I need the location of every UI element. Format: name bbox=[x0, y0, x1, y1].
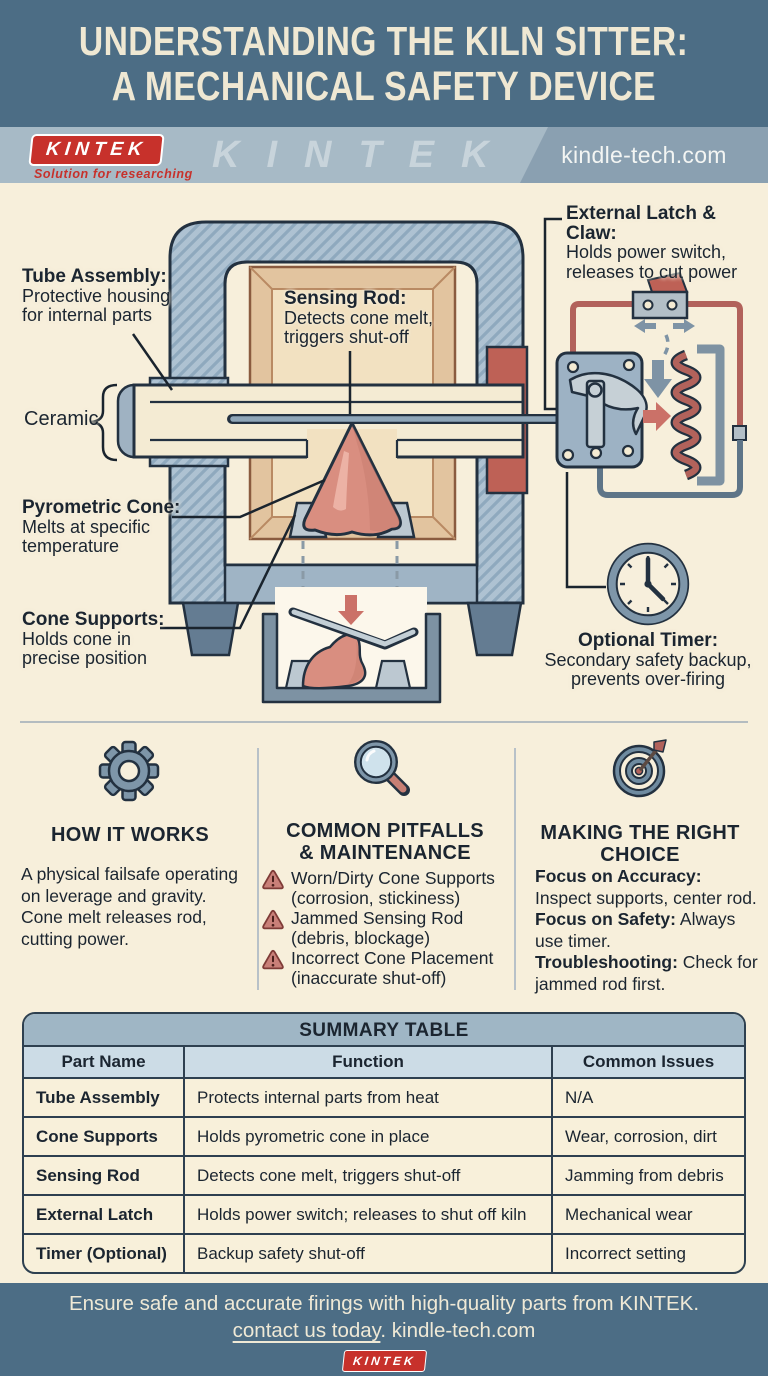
melted-cone-inset bbox=[261, 541, 442, 704]
latch-assembly bbox=[555, 351, 671, 469]
power-switch bbox=[631, 271, 689, 320]
table-row: Sensing Rod Detects cone melt, triggers … bbox=[24, 1157, 744, 1196]
table-row: Cone Supports Holds pyrometric cone in p… bbox=[24, 1118, 744, 1157]
contact-link[interactable]: contact us today bbox=[232, 1319, 381, 1342]
warning-icon bbox=[262, 908, 284, 936]
cell-part: External Latch bbox=[24, 1196, 185, 1233]
brand-watermark: KINTEK bbox=[212, 134, 516, 176]
footer-kintek-logo: KINTEK bbox=[341, 1350, 427, 1372]
col-header-part: Part Name bbox=[24, 1047, 185, 1077]
label-ceramic: Ceramic bbox=[24, 408, 99, 430]
how-it-works-text: A physical failsafe operating on leverag… bbox=[21, 864, 238, 949]
website-link[interactable]: kindle-tech.com bbox=[561, 141, 727, 168]
cell-part: Cone Supports bbox=[24, 1118, 185, 1155]
summary-table: SUMMARY TABLE Part Name Function Common … bbox=[22, 1012, 746, 1274]
cell-issues: Mechanical wear bbox=[565, 1205, 693, 1224]
label-pyrometric-cone: Pyrometric Cone: Melts at specific tempe… bbox=[22, 497, 181, 556]
kiln-diagram-art bbox=[90, 217, 747, 704]
heading-pitfalls: COMMON PITFALLS & MAINTENANCE bbox=[286, 820, 484, 864]
gear-icon bbox=[97, 739, 161, 808]
wiring bbox=[570, 301, 747, 498]
footer-banner: Ensure safe and accurate firings with hi… bbox=[0, 1283, 768, 1376]
choice-text: Focus on Accuracy: Inspect supports, cen… bbox=[535, 866, 760, 995]
page-title-line2: A MECHANICAL SAFETY DEVICE bbox=[111, 62, 657, 109]
warning-icon bbox=[262, 868, 284, 896]
heading-choice: MAKING THE RIGHT CHOICE bbox=[540, 822, 740, 866]
table-row: Tube Assembly Protects internal parts fr… bbox=[24, 1079, 744, 1118]
cell-function: Protects internal parts from heat bbox=[185, 1079, 553, 1116]
label-cone-supports: Cone Supports: Holds cone in precise pos… bbox=[22, 609, 165, 668]
footer-contact-line: contact us today. kindle-tech.com bbox=[0, 1319, 768, 1343]
table-row: Timer (Optional) Backup safety shut-off … bbox=[24, 1235, 744, 1272]
kintek-logo: KINTEK bbox=[28, 134, 165, 166]
toggle-arrows bbox=[634, 319, 695, 398]
pyrometric-cone-shape bbox=[302, 421, 402, 537]
brand-tagline: Solution for researching bbox=[34, 167, 193, 181]
brand-bar-right-segment: kindle-tech.com bbox=[520, 127, 768, 183]
cell-issues: Wear, corrosion, dirt bbox=[565, 1127, 717, 1146]
cell-part: Tube Assembly bbox=[24, 1079, 185, 1116]
label-tube-assembly: Tube Assembly: Protective housing for in… bbox=[22, 266, 171, 325]
cell-issues: N/A bbox=[565, 1088, 594, 1107]
table-title: SUMMARY TABLE bbox=[24, 1014, 744, 1047]
choice-item: Focus on Safety: Always use timer. bbox=[535, 909, 736, 951]
magnifier-icon bbox=[347, 735, 415, 810]
cell-function: Detects cone melt, triggers shut-off bbox=[185, 1157, 553, 1194]
timer-clock-icon bbox=[606, 542, 690, 626]
brand-bar: KINTEK kindle-tech.com KINTEK Solution f… bbox=[0, 127, 768, 183]
label-sensing-rod: Sensing Rod: Detects cone melt, triggers… bbox=[284, 288, 434, 347]
section-divider bbox=[20, 721, 748, 723]
choice-item: Focus on Accuracy: Inspect supports, cen… bbox=[535, 866, 757, 908]
pointer-lines bbox=[90, 217, 606, 630]
page-title-line1: UNDERSTANDING THE KILN SITTER: bbox=[79, 18, 689, 65]
heading-how-it-works: HOW IT WORKS bbox=[50, 824, 210, 846]
cell-function: Holds pyrometric cone in place bbox=[185, 1118, 553, 1155]
pitfalls-list: Worn/Dirty Cone Supports(corrosion, stic… bbox=[262, 868, 510, 988]
label-external-latch: External Latch & Claw: Holds power switc… bbox=[566, 203, 738, 282]
cell-function: Backup safety shut-off bbox=[185, 1235, 553, 1272]
cell-issues: Incorrect setting bbox=[565, 1244, 686, 1263]
kiln-sitter-diagram: Tube Assembly: Protective housing for in… bbox=[0, 183, 768, 723]
label-optional-timer: Optional Timer: Secondary safety backup,… bbox=[544, 630, 752, 689]
footer-site-text: . kindle-tech.com bbox=[380, 1319, 536, 1342]
header-banner: UNDERSTANDING THE KILN SITTER: A MECHANI… bbox=[0, 0, 768, 127]
cell-function: Holds power switch; releases to shut off… bbox=[185, 1196, 553, 1233]
table-row: External Latch Holds power switch; relea… bbox=[24, 1196, 744, 1235]
cell-part: Timer (Optional) bbox=[24, 1235, 185, 1272]
table-header-row: Part Name Function Common Issues bbox=[24, 1047, 744, 1079]
column-divider-2 bbox=[514, 748, 516, 990]
warning-icon bbox=[262, 948, 284, 976]
pitfall-item: Worn/Dirty Cone Supports(corrosion, stic… bbox=[262, 868, 510, 908]
choice-item: Troubleshooting: Check for jammed rod fi… bbox=[535, 952, 758, 994]
cell-part: Sensing Rod bbox=[24, 1157, 185, 1194]
column-divider-1 bbox=[257, 748, 259, 990]
cell-issues: Jamming from debris bbox=[565, 1166, 724, 1185]
col-header-function: Function bbox=[185, 1047, 553, 1077]
pitfall-item: Incorrect Cone Placement(inaccurate shut… bbox=[262, 948, 510, 988]
pitfall-item: Jammed Sensing Rod(debris, blockage) bbox=[262, 908, 510, 948]
col-header-issues: Common Issues bbox=[582, 1052, 715, 1071]
target-icon bbox=[608, 737, 672, 806]
heating-coil bbox=[670, 344, 725, 486]
footer-message: Ensure safe and accurate firings with hi… bbox=[68, 1292, 700, 1315]
